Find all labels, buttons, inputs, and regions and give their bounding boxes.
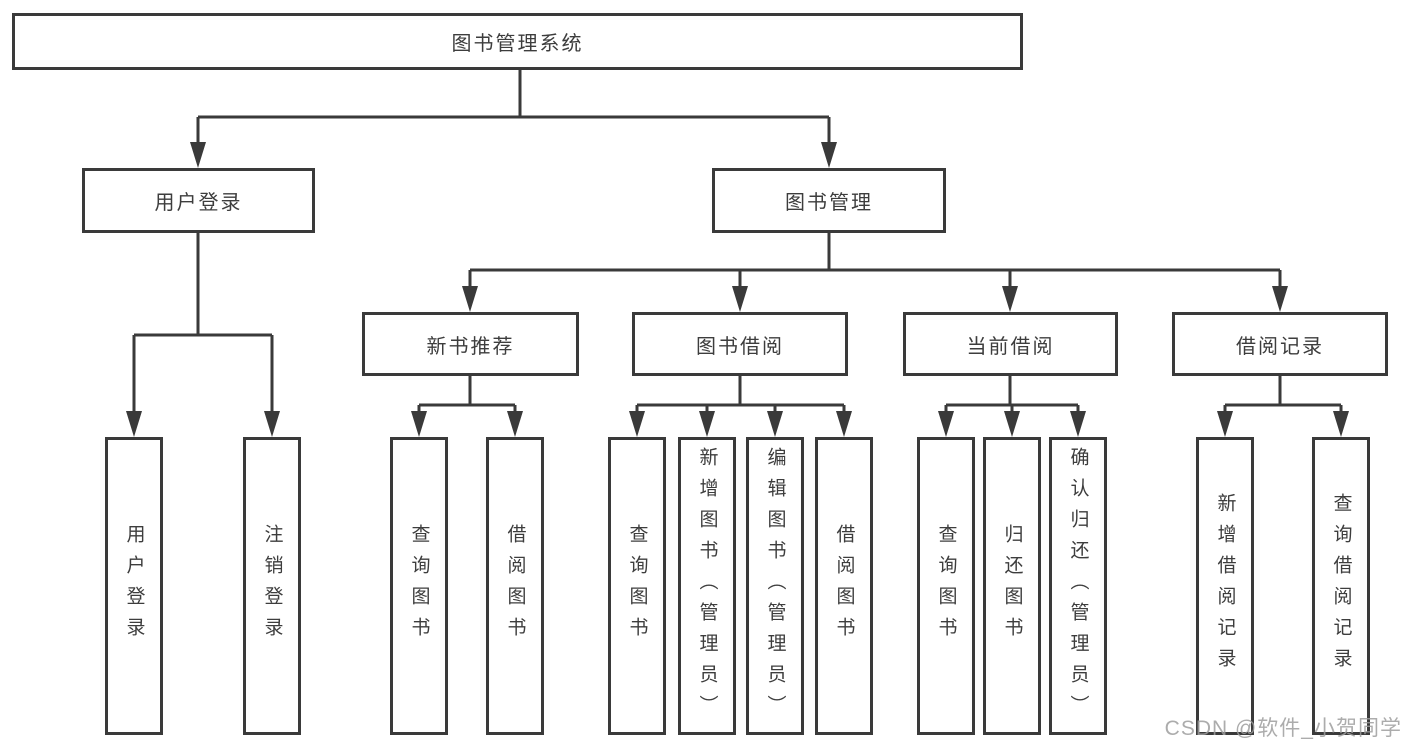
leaf-borrow-books-recommend-label: 借阅图书 — [504, 524, 526, 648]
node-book-borrowing: 图书借阅 — [632, 312, 848, 376]
node-borrowing-records-label: 借阅记录 — [1236, 335, 1324, 358]
node-new-book-recommend: 新书推荐 — [362, 312, 579, 376]
node-borrowing-records: 借阅记录 — [1172, 312, 1388, 376]
leaf-query-books-current-label: 查询图书 — [935, 524, 957, 648]
node-book-management: 图书管理 — [712, 168, 946, 233]
leaf-query-borrow-record-label: 查询借阅记录 — [1330, 493, 1352, 679]
connector-book-borrow-children — [635, 376, 846, 414]
node-user-login-label: 用户登录 — [154, 192, 243, 214]
node-user-login: 用户登录 — [82, 168, 315, 233]
node-root-system: 图书管理系统 — [12, 13, 1023, 70]
connector-user-login-children — [132, 233, 274, 414]
leaf-query-books-borrowing-label: 查询图书 — [626, 524, 648, 648]
leaf-add-borrow-record: 新增借阅记录 — [1196, 437, 1254, 735]
leaf-borrow-books-borrowing-label: 借阅图书 — [833, 524, 855, 648]
leaf-user-login: 用户登录 — [105, 437, 163, 735]
leaf-add-book-admin: 新增图书（管理员） — [678, 437, 736, 735]
connector-new-book-children — [417, 376, 517, 414]
leaf-query-borrow-record: 查询借阅记录 — [1312, 437, 1370, 735]
node-book-management-label: 图书管理 — [785, 192, 873, 214]
node-root-system-label: 图书管理系统 — [451, 33, 584, 55]
leaf-query-books-current: 查询图书 — [917, 437, 975, 735]
leaf-confirm-return-admin: 确认归还（管理员） — [1049, 437, 1107, 735]
leaf-user-login-label: 用户登录 — [123, 524, 145, 648]
leaf-logout: 注销登录 — [243, 437, 301, 735]
leaf-borrow-books-recommend: 借阅图书 — [486, 437, 544, 735]
leaf-edit-book-admin-label: 编辑图书（管理员） — [764, 446, 786, 726]
arrowhead-markers — [126, 142, 1349, 437]
node-current-borrowing-label: 当前借阅 — [966, 335, 1055, 358]
leaf-add-borrow-record-label: 新增借阅记录 — [1214, 493, 1236, 679]
leaf-borrow-books-borrowing: 借阅图书 — [815, 437, 873, 735]
leaf-query-books-recommend: 查询图书 — [390, 437, 448, 735]
node-book-borrowing-label: 图书借阅 — [696, 335, 784, 358]
leaf-add-book-admin-label: 新增图书（管理员） — [696, 446, 718, 726]
csdn-watermark: CSDN @软件_小贺同学 — [1164, 717, 1402, 740]
connector-current-borrow-children — [944, 376, 1080, 414]
connector-book-mgmt-sections — [468, 233, 1282, 289]
node-current-borrowing: 当前借阅 — [903, 312, 1118, 376]
leaf-return-books: 归还图书 — [983, 437, 1041, 735]
connector-records-children — [1223, 376, 1343, 414]
connector-root-to-level2 — [196, 70, 831, 145]
leaf-query-books-recommend-label: 查询图书 — [408, 524, 430, 648]
leaf-confirm-return-admin-label: 确认归还（管理员） — [1067, 446, 1089, 726]
leaf-logout-label: 注销登录 — [261, 524, 283, 648]
leaf-query-books-borrowing: 查询图书 — [608, 437, 666, 735]
leaf-edit-book-admin: 编辑图书（管理员） — [746, 437, 804, 735]
leaf-return-books-label: 归还图书 — [1001, 524, 1023, 648]
node-new-book-recommend-label: 新书推荐 — [426, 335, 515, 358]
